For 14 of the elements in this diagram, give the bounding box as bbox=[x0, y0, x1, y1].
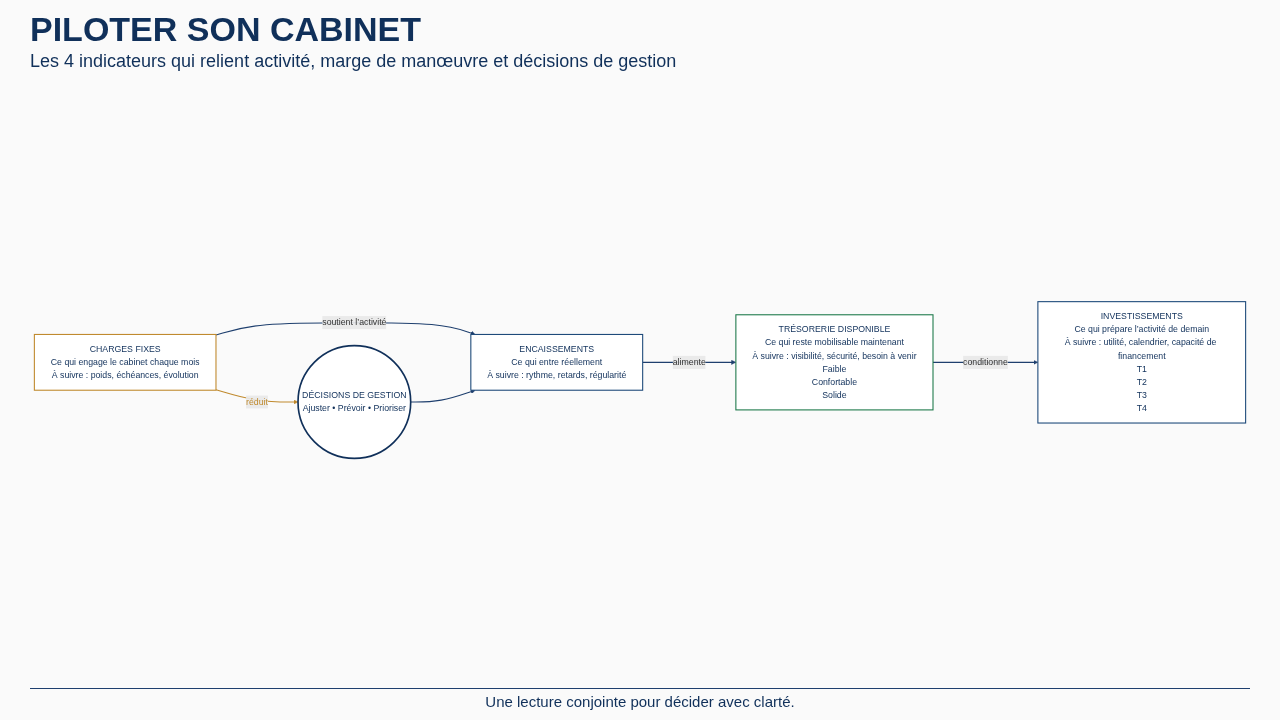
node-box: ENCAISSEMENTS Ce qui entre réellement À suivre : rythme, retards, régularité bbox=[470, 333, 644, 391]
edge-label: soutient l’activité bbox=[322, 317, 387, 328]
caption: Une lecture conjointe pour décider avec clarté. bbox=[30, 688, 1250, 710]
node-box: TRÉSORERIE DISPONIBLE Ce qui reste mobilisable maintenant À suivre : visibilité, sécurité, besoin à venir Faible Confortable Solide bbox=[735, 314, 934, 411]
subtitle: Les 4 indicateurs qui relient activité, marge de manœuvre et décisions de gestion bbox=[30, 51, 678, 72]
arrow bbox=[410, 389, 476, 403]
edge-label: alimente bbox=[672, 357, 706, 367]
arrow bbox=[215, 389, 299, 405]
edge-label: réduit bbox=[246, 397, 268, 407]
node-circle: DÉCISIONS DE GESTION Ajuster • Prévoir • Prioriser bbox=[297, 344, 412, 460]
node-box: CHARGES FIXES Ce qui engage le cabinet chaque mois À suivre : poids, échéances, évolution bbox=[33, 333, 217, 391]
title: PILOTER SON CABINET bbox=[30, 10, 423, 49]
edge-label: conditionne bbox=[963, 357, 1008, 367]
node-box: INVESTISSEMENTS Ce qui prépare l’activité de demain À suivre : utilité, calendrier, capacité de financement T1 T2 T3 T4 bbox=[1037, 301, 1247, 424]
